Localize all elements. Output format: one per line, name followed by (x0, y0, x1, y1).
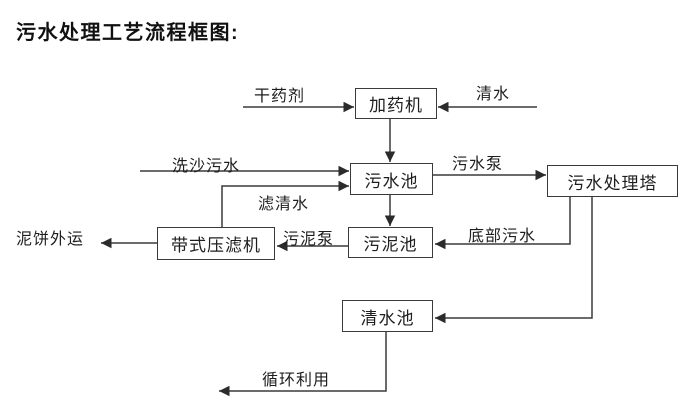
label-dry-agent: 干药剂 (254, 88, 306, 105)
page-title: 污水处理工艺流程框图: (16, 22, 240, 44)
label-sludge-pump: 污泥泵 (283, 231, 335, 248)
node-sludge-pool: 污泥池 (348, 227, 433, 258)
edge-tower-to-clean-water-pool (435, 197, 593, 324)
node-sewage-treatment-tower: 污水处理塔 (547, 165, 678, 197)
label-bottom-sewage: 底部污水 (468, 228, 537, 245)
node-belt-filter-press: 带式压滤机 (157, 227, 275, 260)
node-clean-water-pool: 清水池 (342, 300, 433, 332)
node-dosing-machine: 加药机 (355, 88, 437, 119)
label-recycle-use: 循环利用 (262, 372, 331, 389)
node-sewage-pool: 污水池 (350, 163, 433, 195)
edge-filtered-water-to-sewage-pool (221, 180, 349, 227)
label-filtered-water: 滤清水 (258, 196, 310, 213)
edge-clean-water-pool-to-recycle (219, 332, 387, 397)
label-mud-cake-outbound: 泥饼外运 (16, 231, 85, 248)
label-clean-water: 清水 (476, 86, 511, 103)
edge-tower-bottom-sewage-to-sludge-pool (435, 197, 571, 250)
label-sand-washing-sewage: 洗沙污水 (172, 158, 241, 175)
label-sewage-pump: 污水泵 (452, 156, 504, 173)
